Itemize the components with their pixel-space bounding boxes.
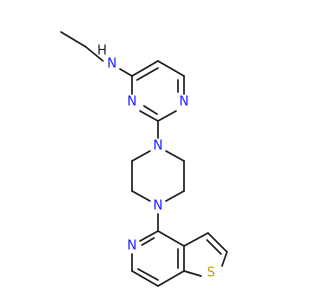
bond-s-c7a <box>183 270 202 277</box>
atom-piperazine-n-bottom-label: N <box>153 199 163 214</box>
atom-thiophene-s-label: S <box>207 266 215 281</box>
bond-c4-n5 <box>139 230 159 242</box>
bond-c6-c7-inner <box>137 268 159 281</box>
bond-c2-n3-inner <box>143 105 158 115</box>
bond-pip-cd-n1 <box>131 150 151 162</box>
bond-c3a-c4 <box>157 230 185 247</box>
atom-pyridine-n-label: N <box>127 239 137 254</box>
bond-c5-c6 <box>157 60 185 77</box>
bond-c4-c5-inner <box>136 67 159 81</box>
bond-ethyl-ch2-nh <box>85 46 104 62</box>
atom-h-label: H <box>97 44 107 59</box>
bond-n1-c2 <box>157 110 177 122</box>
bond-pip-cb-n4 <box>165 190 185 202</box>
bond-c2-n3 <box>139 110 159 122</box>
atom-n1-label: N <box>179 95 189 110</box>
bond-c3a-c3 <box>183 232 209 247</box>
bonds <box>60 31 228 287</box>
bond-c3-c2-inner <box>206 239 222 255</box>
bond-c7-c7a <box>157 270 185 287</box>
bond-c3-c2 <box>207 232 228 253</box>
bond-ethyl-ch3-ch2 <box>60 31 87 48</box>
bond-nh-c4 <box>119 68 133 77</box>
atom-nh-label: N <box>107 57 117 72</box>
bond-pip-n1-ca <box>165 150 185 162</box>
bond-c2-s <box>221 251 228 267</box>
atom-piperazine-n-top-label: N <box>153 139 163 154</box>
bond-c4-n5-inner <box>141 237 155 246</box>
atom-labels: H N N N N N N S <box>97 44 215 281</box>
atom-n3-label: N <box>127 95 137 110</box>
bond-c6-c7 <box>131 270 159 287</box>
bond-pip-n4-cc <box>131 190 151 202</box>
molecule-structure: H N N N N N N S <box>60 31 228 287</box>
bond-c4-c5 <box>131 60 159 77</box>
